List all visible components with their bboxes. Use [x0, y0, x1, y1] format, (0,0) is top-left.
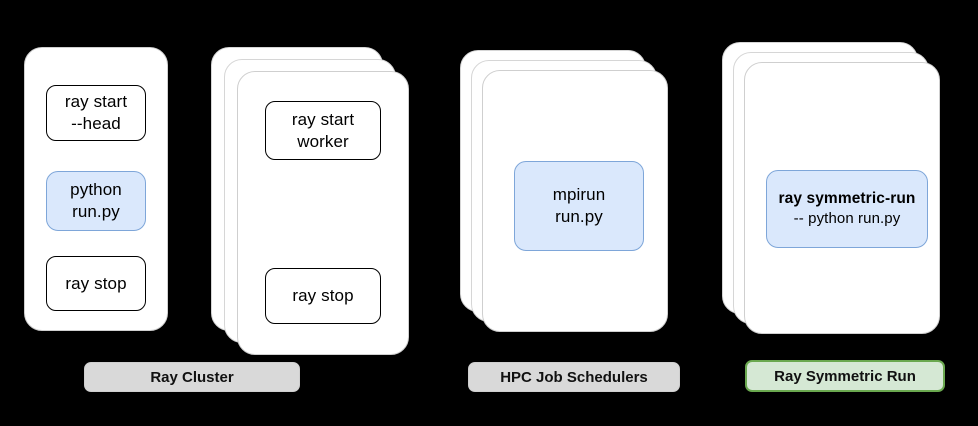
group-label-hpc-job-schedulers[interactable]: HPC Job Schedulers — [468, 362, 680, 392]
group-label-ray-symmetric-run[interactable]: Ray Symmetric Run — [745, 360, 945, 392]
command-line-primary: ray symmetric-run — [778, 190, 916, 208]
command-box-mpirun-run-py[interactable]: mpirun run.py — [514, 161, 644, 251]
command-line: worker — [297, 131, 349, 151]
command-line: run.py — [72, 202, 120, 221]
group-label-ray-cluster[interactable]: Ray Cluster — [84, 362, 300, 392]
command-line: ray stop — [292, 286, 354, 306]
group-label-text: Ray Symmetric Run — [774, 367, 916, 385]
command-box-ray-stop-worker[interactable]: ray stop — [265, 268, 381, 324]
group-label-text: HPC Job Schedulers — [500, 368, 648, 386]
command-line: ray stop — [65, 273, 127, 293]
command-box-ray-symmetric-run[interactable]: ray symmetric-run -- python run.py — [766, 170, 928, 248]
command-line: --head — [71, 114, 121, 133]
command-line: run.py — [555, 207, 603, 226]
command-box-ray-stop-head[interactable]: ray stop — [46, 256, 146, 311]
command-box-ray-start-worker[interactable]: ray start worker — [265, 101, 381, 160]
command-line: mpirun — [552, 185, 606, 205]
command-box-ray-start-head[interactable]: ray start --head — [46, 85, 146, 141]
command-line: python — [70, 180, 122, 200]
command-line-secondary: -- python run.py — [793, 210, 901, 228]
command-line: ray start — [64, 92, 128, 112]
group-label-text: Ray Cluster — [150, 368, 234, 386]
command-line: ray start — [291, 109, 355, 129]
command-box-python-run-py[interactable]: python run.py — [46, 171, 146, 231]
